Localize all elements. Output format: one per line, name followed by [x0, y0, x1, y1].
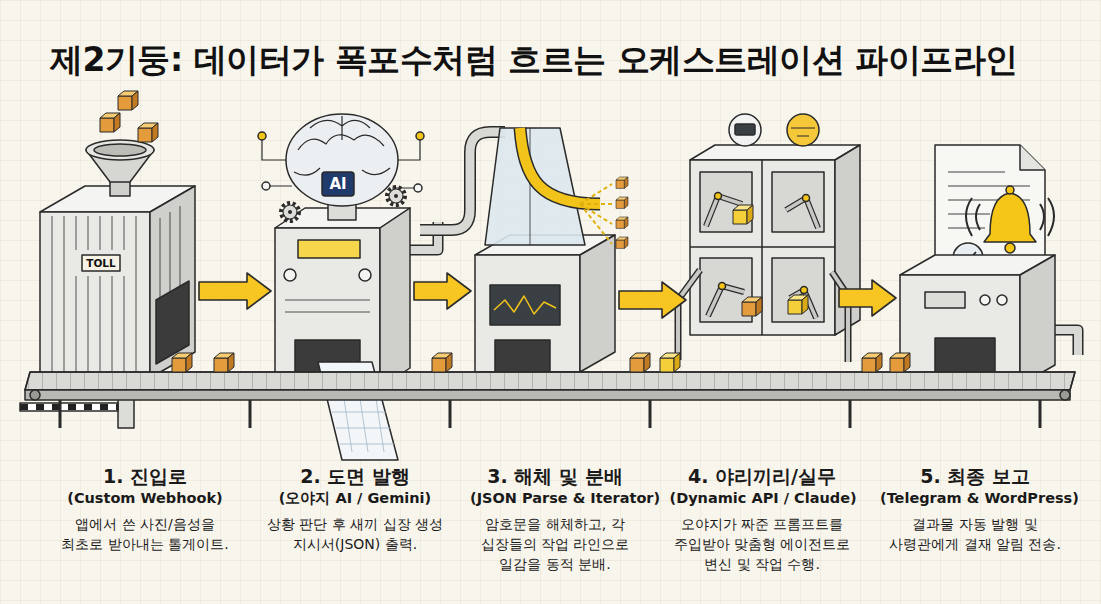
ai-blueprint-machine [258, 114, 438, 460]
machine-label: AI [322, 172, 354, 196]
machine-label: TOLL [82, 255, 120, 271]
stage-description: 오야지가 짜준 프롬프트를 주입받아 맞춤형 에이전트로 변신 및 작업 수행. [670, 514, 855, 574]
stage-subtitle: (Custom Webhook) [60, 488, 230, 508]
stage-caption: 3. 해체 및 분배(JSON Parse & Iterator) 암호문을 해체… [470, 464, 640, 574]
robot-workshop [678, 114, 860, 362]
stage-heading: 3. 해체 및 분배 [470, 464, 640, 488]
stage-description: 앱에서 쓴 사진/음성을 최초로 받아내는 톨게이트. [60, 514, 230, 554]
stage-subtitle: (JSON Parse & Iterator) [470, 488, 640, 508]
stage-subtitle: (Dynamic API / Claude) [670, 488, 855, 508]
conveyor-belt [25, 372, 1075, 428]
stage-caption: 5. 최종 보고(Telegram & WordPress) 결과물 자동 발행 … [880, 464, 1070, 554]
pipeline-stage: 2. 도면 발행(오야지 AI / Gemini)상황 판단 후 새끼 십장 생… [275, 130, 410, 388]
pipeline-stage: 1. 진입로(Custom Webhook)앱에서 쓴 사진/음성을 최초로 받… [40, 185, 195, 378]
stage-description: 상황 판단 후 새끼 십장 생성 지시서(JSON) 출력. [255, 514, 455, 554]
parse-machine [420, 128, 615, 372]
flow-arrow [414, 273, 471, 309]
stage-heading: 5. 최종 보고 [880, 464, 1070, 488]
pipeline-stage: 5. 최종 보고(Telegram & WordPress)결과물 자동 발행 … [900, 140, 1060, 385]
flow-arrow [619, 282, 686, 318]
diagram-title: 제2기둥: 데이터가 폭포수처럼 흐르는 오케스트레이션 파이프라인 [50, 38, 1018, 82]
pipeline-stage: 3. 해체 및 분배(JSON Parse & Iterator)암호문을 해체… [475, 140, 615, 372]
stage-description: 결과물 자동 발행 및 사령관에게 결재 알림 전송. [880, 514, 1070, 554]
stage-heading: 1. 진입로 [60, 464, 230, 488]
stage-subtitle: (오야지 AI / Gemini) [255, 488, 455, 508]
stage-description: 암호문을 해체하고, 각 십장들의 작업 라인으로 일감을 동적 분배. [470, 514, 640, 574]
stage-heading: 4. 야리끼리/실무 [670, 464, 855, 488]
stage-caption: 1. 진입로(Custom Webhook) 앱에서 쓴 사진/음성을 최초로 받… [60, 464, 230, 554]
stage-caption: 2. 도면 발행(오야지 AI / Gemini) 상황 판단 후 새끼 십장 생… [255, 464, 455, 554]
stage-heading: 2. 도면 발행 [255, 464, 455, 488]
stage-subtitle: (Telegram & WordPress) [880, 488, 1070, 508]
pipeline-stage: 4. 야리끼리/실무(Dynamic API / Claude)오야지가 짜준 … [690, 130, 835, 335]
flow-arrow [199, 273, 271, 309]
stage-caption: 4. 야리끼리/실무(Dynamic API / Claude) 오야지가 짜준 … [670, 464, 855, 574]
report-machine [900, 145, 1078, 385]
flow-arrow [839, 280, 896, 316]
